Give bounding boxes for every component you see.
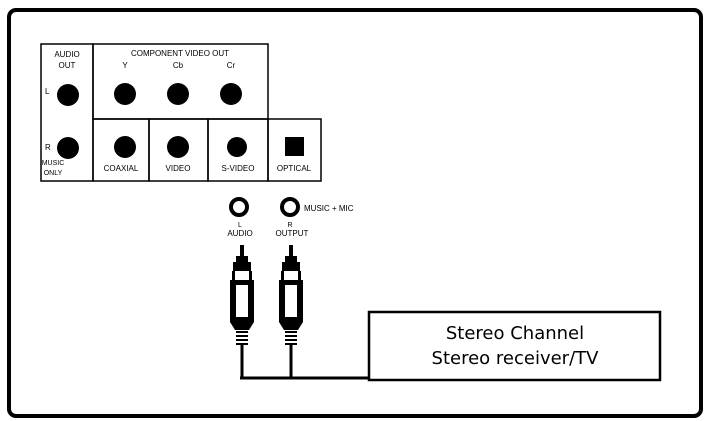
component-cr-label: Cr (227, 61, 236, 70)
port-row: COAXIAL VIDEO S-VIDEO OPTICAL (92, 118, 322, 182)
optical-port (285, 137, 304, 156)
audio-out-section: AUDIO OUT L R MUSIC ONLY (40, 43, 94, 182)
audio-out-left-jack (57, 84, 79, 106)
audio-caption: AUDIO (227, 229, 252, 238)
audio-output-right-label: R (287, 222, 292, 229)
video-label: VIDEO (166, 164, 191, 173)
rca-plug-right (279, 245, 303, 345)
audio-out-right-jack (57, 137, 79, 159)
output-caption: OUTPUT (276, 229, 309, 238)
component-y-jack (114, 83, 136, 105)
s-video-jack (227, 137, 247, 157)
component-video-section: COMPONENT VIDEO OUT Y Cb Cr (92, 43, 269, 120)
cable-lines (240, 345, 372, 380)
optical-label: OPTICAL (277, 164, 312, 173)
receiver-line1: Stereo Channel (446, 323, 584, 344)
coaxial-jack (114, 136, 136, 158)
component-y-label: Y (122, 61, 128, 70)
audio-output-right-jack (280, 197, 300, 217)
component-cb-jack (167, 83, 189, 105)
rca-plug-left (230, 245, 254, 345)
audio-output-jacks: MUSIC + MIC L R AUDIO OUTPUT (227, 197, 354, 238)
stereo-receiver-box: Stereo Channel Stereo receiver/TV (367, 310, 662, 382)
s-video-label: S-VIDEO (222, 164, 255, 173)
audio-out-left-label: L (45, 87, 50, 96)
audio-out-title-line1: AUDIO (54, 50, 79, 59)
audio-out-title-line2: OUT (59, 61, 76, 70)
music-mic-note: MUSIC + MIC (304, 204, 354, 213)
audio-output-left-label: L (238, 222, 242, 229)
component-cr-jack (220, 83, 242, 105)
audio-out-note-line2: ONLY (44, 170, 63, 177)
video-jack (167, 136, 189, 158)
component-video-title: COMPONENT VIDEO OUT (131, 49, 229, 58)
audio-out-note-line1: MUSIC (42, 160, 65, 167)
component-cb-label: Cb (173, 61, 184, 70)
audio-output-left-jack (229, 197, 249, 217)
coaxial-label: COAXIAL (104, 164, 139, 173)
receiver-line2: Stereo receiver/TV (432, 348, 600, 369)
audio-out-right-label: R (45, 143, 51, 152)
